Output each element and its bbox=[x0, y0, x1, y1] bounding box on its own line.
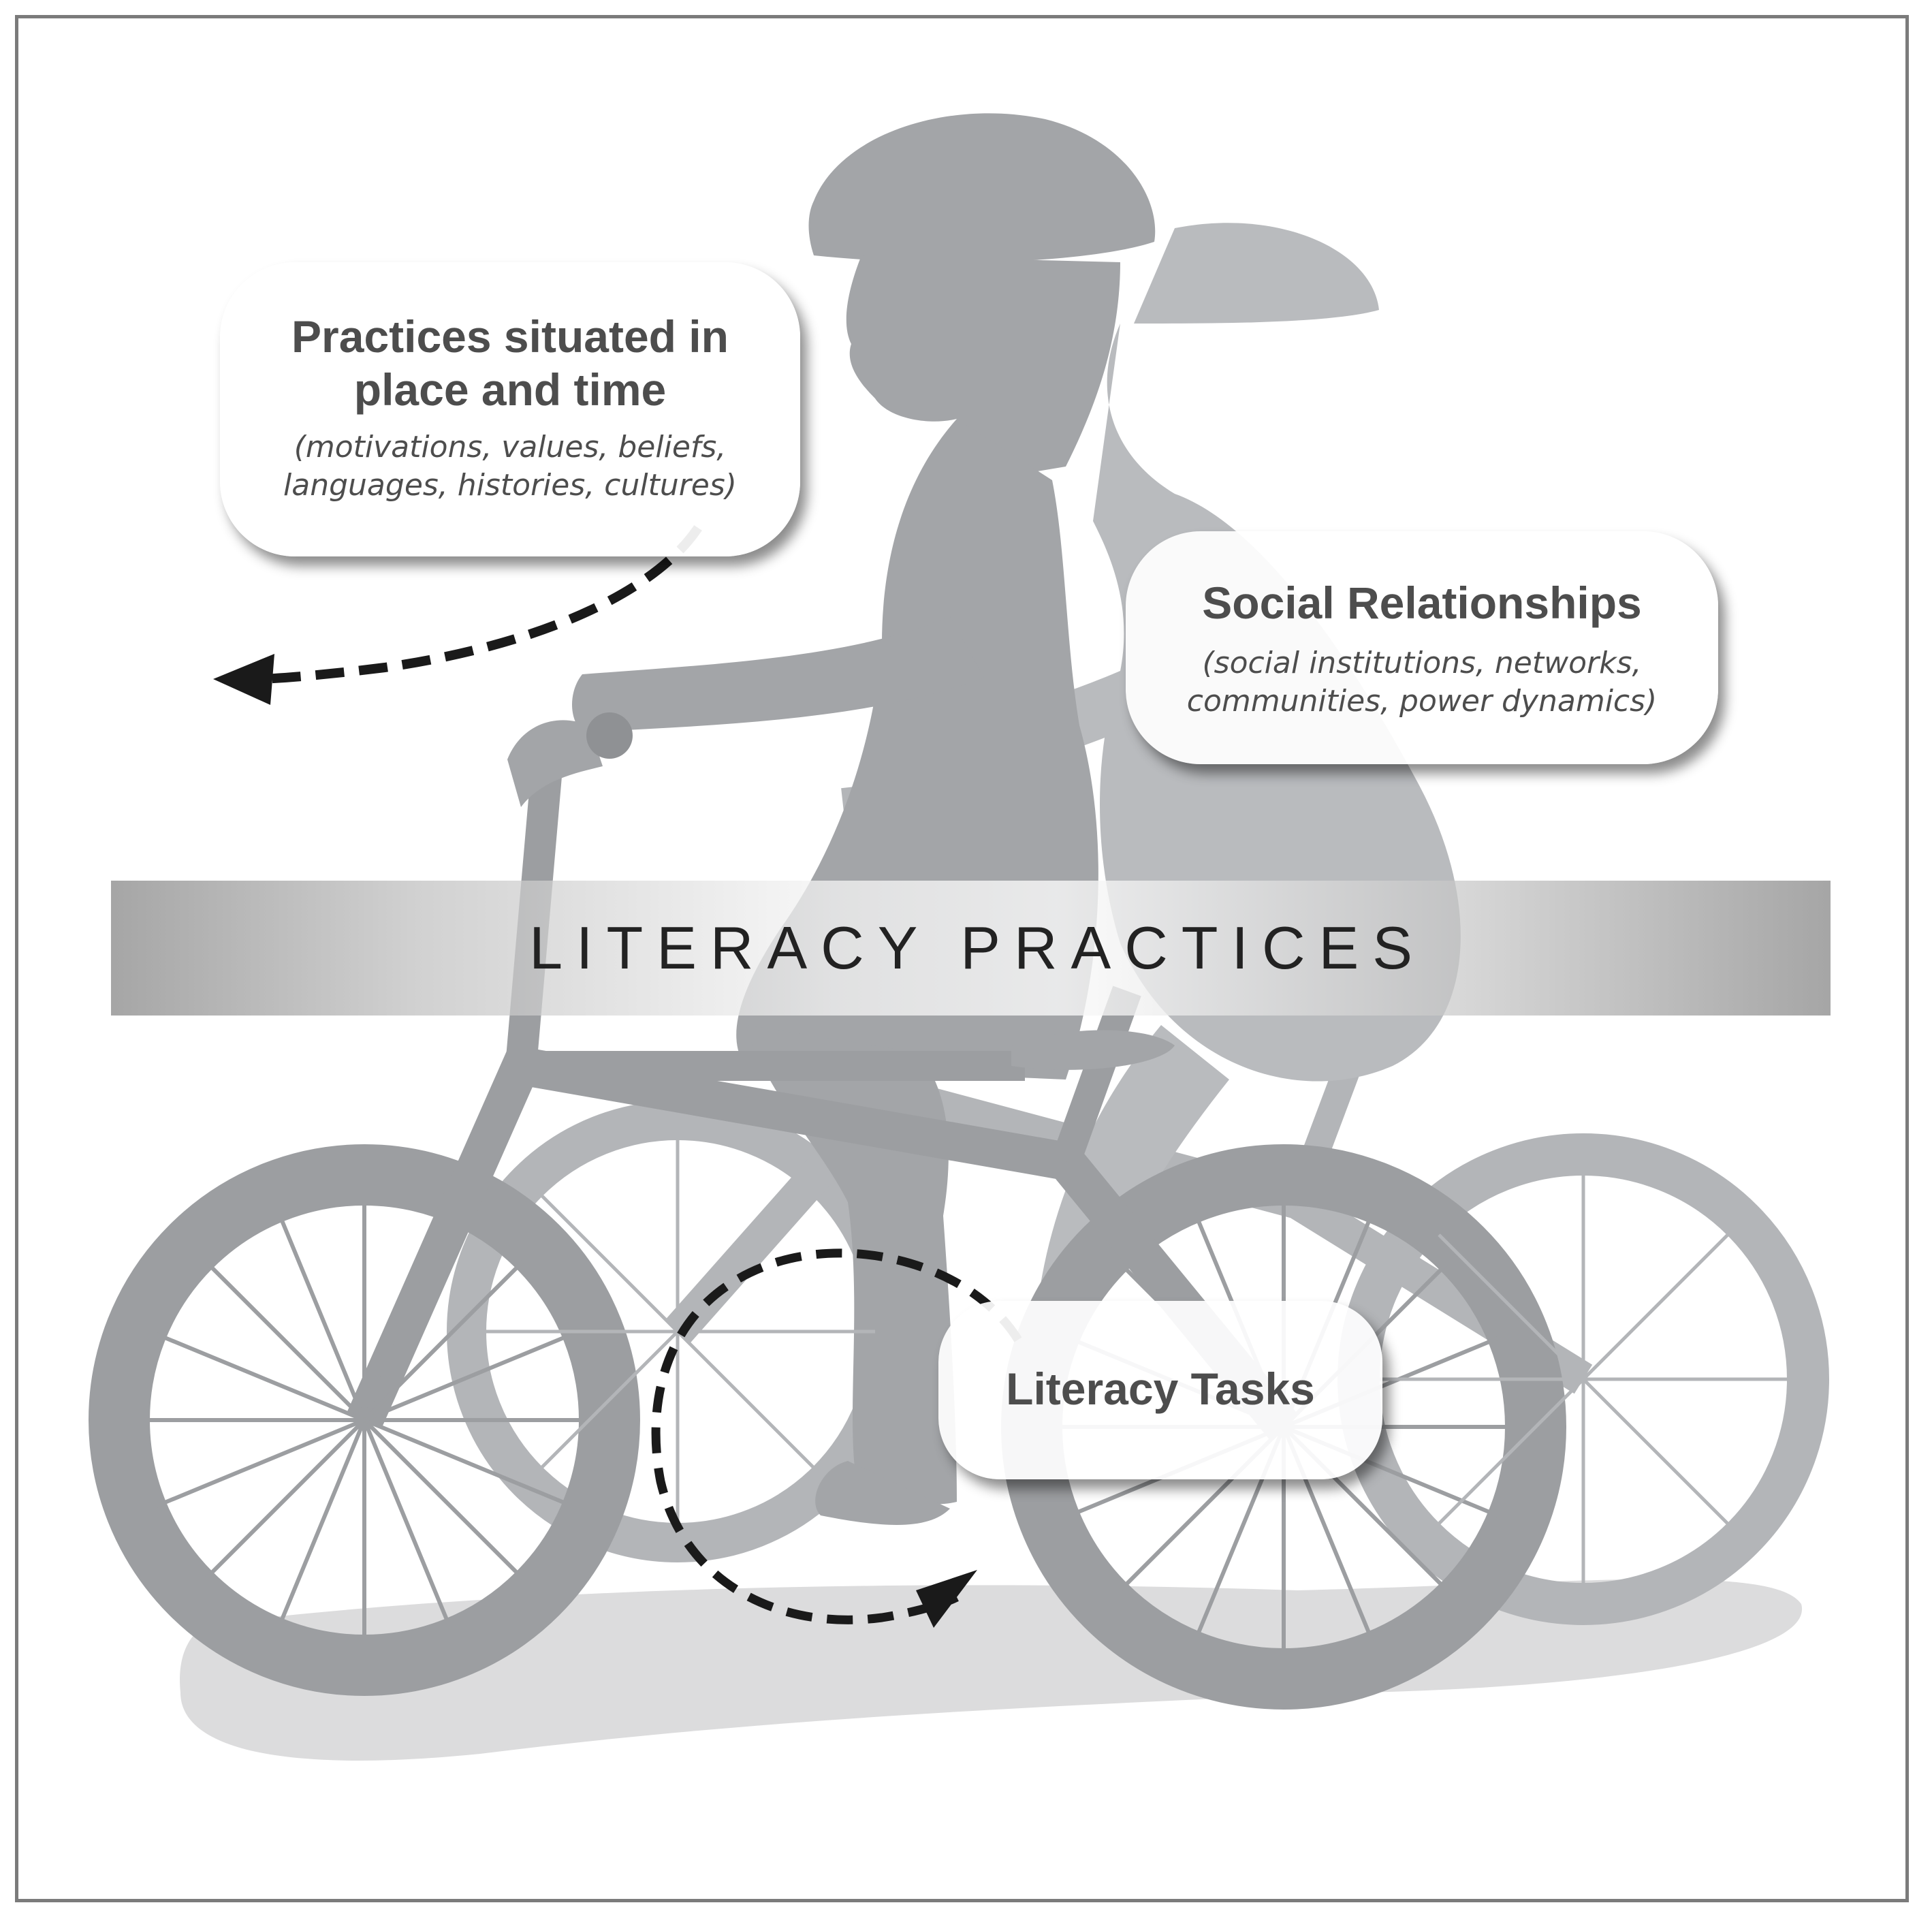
literacy-practices-band: LITERACY PRACTICES bbox=[111, 881, 1831, 1016]
dashed-arrow-left bbox=[213, 525, 702, 705]
front-wheel-spokes bbox=[140, 1195, 589, 1645]
tasks-title: Literacy Tasks bbox=[1006, 1364, 1315, 1414]
circular-dashed-arrow bbox=[651, 1248, 1022, 1628]
literacy-tasks-bubble: Literacy Tasks bbox=[938, 1301, 1382, 1479]
social-relationships-bubble: Social Relationships (social institution… bbox=[1126, 531, 1718, 764]
practices-situated-bubble: Practices situated in place and time (mo… bbox=[220, 262, 800, 556]
practices-subtitle: (motivations, values, beliefs, languages… bbox=[283, 430, 737, 503]
figure-frame: LITERACY PRACTICES Practices situated in… bbox=[15, 15, 1909, 1902]
social-subtitle: (social institutions, networks, communit… bbox=[1186, 646, 1658, 719]
band-label: LITERACY PRACTICES bbox=[529, 914, 1426, 981]
back-wheel-spokes bbox=[480, 1134, 1788, 1584]
practices-title: Practices situated in place and time bbox=[291, 311, 729, 415]
social-title: Social Relationships bbox=[1202, 578, 1642, 628]
